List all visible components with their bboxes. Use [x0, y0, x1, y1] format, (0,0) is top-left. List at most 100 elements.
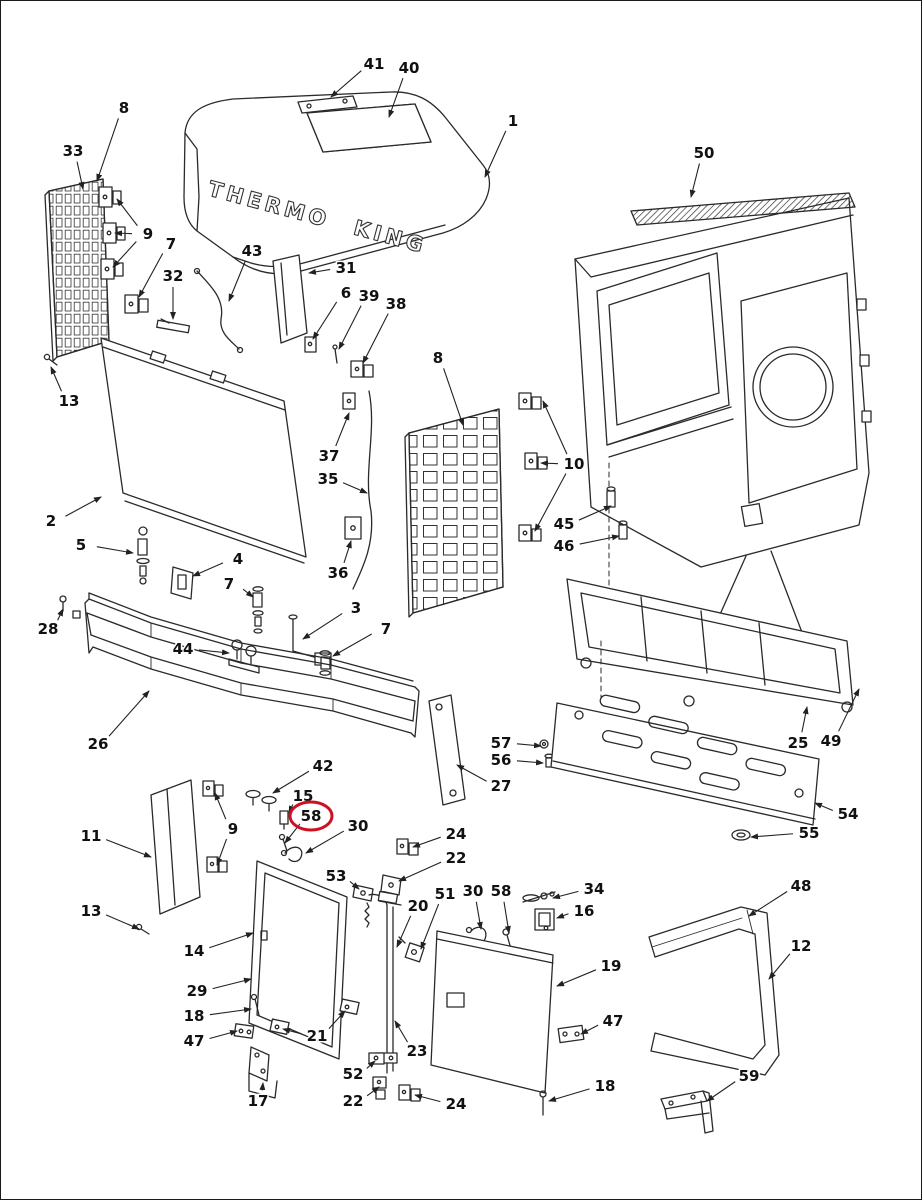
callout-leader-29 — [212, 977, 252, 990]
callout-leader-27 — [456, 764, 487, 782]
callout-43: 43 — [242, 242, 263, 260]
callout-19: 19 — [601, 957, 622, 975]
highlight-ellipse — [288, 800, 334, 832]
callout-49: 49 — [821, 732, 842, 750]
callout-48: 48 — [791, 877, 812, 895]
callout-leader-9 — [216, 838, 228, 866]
callout-56: 56 — [491, 751, 512, 769]
callout-8: 8 — [119, 99, 129, 117]
callout-leader-18 — [548, 1088, 590, 1102]
part-4-bracket — [170, 566, 194, 600]
callout-1: 1 — [508, 112, 518, 130]
part-51-clamp — [398, 936, 425, 963]
callout-leader-59 — [706, 1081, 736, 1102]
callout-24: 24 — [446, 825, 467, 843]
callout-leader-9 — [116, 198, 138, 227]
callout-26: 26 — [88, 735, 109, 753]
callout-leader-23 — [394, 1020, 409, 1043]
part-59-bracket — [660, 1090, 714, 1134]
callout-17: 17 — [248, 1092, 269, 1110]
callout-18: 18 — [595, 1077, 616, 1095]
callout-leader-21 — [282, 1027, 302, 1035]
callout-leader-36 — [343, 540, 352, 563]
callout-leader-2 — [65, 496, 102, 517]
callout-21: 21 — [307, 1027, 328, 1045]
callout-leader-24 — [412, 836, 441, 848]
part-13-screw-top — [43, 353, 58, 366]
callout-leader-21 — [328, 1010, 346, 1030]
part-7-bracket-top — [124, 294, 149, 314]
part-38-hinge — [350, 360, 374, 378]
part-40-grille-insert — [306, 103, 432, 153]
part-36-bracket — [344, 516, 362, 540]
callout-leader-38 — [362, 313, 389, 364]
callout-leader-14 — [209, 932, 254, 949]
callout-29: 29 — [187, 982, 208, 1000]
part-16-bracket — [534, 908, 555, 931]
callout-leader-7 — [138, 253, 164, 298]
callout-50: 50 — [694, 144, 715, 162]
callout-leader-10 — [540, 460, 559, 467]
callout-leader-56 — [516, 759, 544, 766]
part-7-bolt-stack-mid — [252, 586, 264, 634]
callout-40: 40 — [399, 59, 420, 77]
callout-36: 36 — [328, 564, 349, 582]
callout-leader-48 — [748, 891, 788, 917]
part-50-rear-housing — [574, 192, 872, 588]
part-8-front-grille — [404, 408, 504, 618]
part-12-48-channel — [648, 906, 780, 1076]
callout-6: 6 — [341, 284, 351, 302]
callout-leader-10 — [534, 473, 567, 532]
callout-14: 14 — [184, 942, 205, 960]
callout-41: 41 — [364, 55, 385, 73]
part-47-plate-right — [557, 1024, 585, 1044]
part-37-hinge — [342, 392, 356, 410]
callout-leader-39 — [338, 305, 362, 350]
callout-4: 4 — [233, 550, 243, 568]
callout-leader-16 — [556, 912, 569, 919]
part-18-pin-right — [539, 1090, 547, 1116]
callout-51: 51 — [435, 885, 456, 903]
callout-leader-9 — [114, 230, 133, 237]
callout-leader-18 — [209, 1006, 252, 1016]
part-43-wire — [193, 267, 244, 354]
callout-leader-57 — [516, 742, 542, 749]
part-31-bracket-panel — [272, 254, 308, 344]
callout-leader-3 — [302, 613, 343, 640]
callout-leader-6 — [312, 301, 338, 340]
part-2-coil-panel — [100, 337, 307, 564]
callout-leader-24 — [414, 1093, 441, 1103]
callout-55: 55 — [799, 824, 820, 842]
callout-leader-10 — [542, 400, 568, 455]
callout-11: 11 — [81, 827, 102, 845]
callout-8: 8 — [433, 349, 443, 367]
callout-leader-9 — [214, 792, 227, 820]
callout-leader-19 — [556, 969, 597, 987]
callout-leader-41 — [330, 70, 362, 98]
part-15-clip — [279, 810, 289, 830]
callout-leader-5 — [96, 546, 134, 555]
callout-leader-35 — [342, 482, 368, 494]
callout-leader-26 — [108, 690, 150, 737]
callout-31: 31 — [336, 259, 357, 277]
callout-3: 3 — [351, 599, 361, 617]
callout-33: 33 — [63, 142, 84, 160]
callout-leader-40 — [388, 77, 404, 118]
callout-leader-12 — [768, 953, 791, 980]
callout-leader-9 — [112, 241, 137, 268]
part-10-hinges — [518, 392, 548, 542]
callout-22: 22 — [446, 849, 467, 867]
callout-18: 18 — [184, 1007, 205, 1025]
callout-13: 13 — [81, 902, 102, 920]
callout-leader-34 — [552, 890, 579, 900]
callout-leader-8 — [96, 118, 119, 182]
callout-9: 9 — [143, 225, 153, 243]
part-55-grommet — [731, 829, 751, 841]
callout-leader-25 — [801, 706, 809, 733]
callout-leader-44 — [198, 649, 230, 656]
callout-leader-1 — [484, 130, 507, 178]
callout-leader-4 — [192, 562, 224, 577]
callout-47: 47 — [603, 1012, 624, 1030]
